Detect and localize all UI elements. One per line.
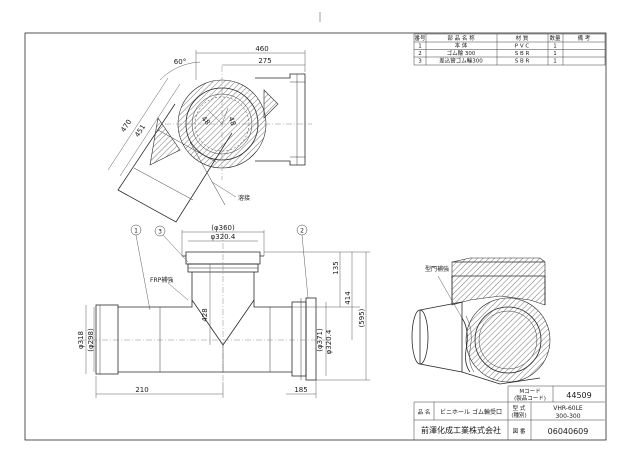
mcode-label: Mコード bbox=[519, 388, 540, 395]
balloon-3-label: 3 bbox=[158, 229, 162, 236]
weld-label: 溶接 bbox=[238, 194, 250, 202]
dim-phi371: (φ371) bbox=[316, 328, 324, 352]
table-header-no: 番号 bbox=[414, 35, 426, 42]
dim-460: 460 bbox=[255, 45, 268, 53]
dim-428: 428 bbox=[201, 308, 209, 321]
drawing-no: 06040609 bbox=[548, 427, 589, 436]
table-header-qty: 数量 bbox=[549, 34, 561, 42]
model-value-2: 300-300 bbox=[555, 413, 580, 420]
dim-135: 135 bbox=[332, 261, 340, 274]
dim-470: 470 bbox=[119, 118, 133, 134]
balloon-2-label: 2 bbox=[300, 228, 304, 235]
model-label: 型 式 bbox=[513, 404, 526, 412]
dim-210: 210 bbox=[135, 386, 148, 394]
table-row-2-no: 2 bbox=[418, 51, 422, 57]
model-value-1: VHR-60LE bbox=[553, 405, 583, 412]
table-row-1-qty: 1 bbox=[553, 44, 557, 50]
table-row-2-name: ゴム輪 300 bbox=[447, 49, 476, 57]
dim-451: 451 bbox=[133, 123, 147, 139]
company-name: 前澤化成工業株式会社 bbox=[421, 425, 501, 435]
table-row-3-material: S B R bbox=[515, 59, 530, 65]
parts-table: 番号 部 品 名 称 材 質 数量 備 考 1 本 体 P V C 1 2 ゴム… bbox=[413, 33, 606, 66]
dim-phi360: (φ360) bbox=[211, 224, 235, 232]
sheet-border bbox=[24, 32, 607, 441]
top-view: 460 275 60° 470 451 48 48 溶接 bbox=[107, 45, 312, 223]
table-row-3-name: 差込管ゴム輪300 bbox=[439, 57, 483, 65]
frp-label: FRP補強 bbox=[150, 276, 173, 284]
dim-48-a: 48 bbox=[200, 115, 212, 127]
iso-weld-label: 型門補強 bbox=[425, 265, 449, 273]
table-row-1-name: 本 体 bbox=[455, 42, 468, 50]
iso-main-opening bbox=[465, 297, 551, 383]
balloon-1-label: 1 bbox=[134, 228, 138, 235]
table-row-1-no: 1 bbox=[418, 44, 422, 50]
dim-48-b: 48 bbox=[227, 116, 238, 127]
dim-414: 414 bbox=[344, 291, 352, 305]
dim-phi318: φ318 bbox=[77, 331, 85, 349]
mcode-value: 44509 bbox=[566, 391, 591, 400]
balloon-3 bbox=[154, 225, 166, 237]
product-name: ビニホール ゴム輪受口 bbox=[440, 408, 502, 416]
dim-185: 185 bbox=[294, 386, 307, 394]
dim-phi298: (φ298) bbox=[87, 328, 95, 352]
dim-angle-60: 60° bbox=[174, 58, 186, 66]
table-header-material: 材 質 bbox=[516, 34, 529, 42]
model-sub: (種別) bbox=[511, 411, 526, 419]
front-view: (φ360) φ320.4 135 414 (595) φ320.4 (φ371… bbox=[77, 224, 370, 398]
name-label: 品 名 bbox=[418, 408, 431, 416]
drawing-no-label: 図 番 bbox=[513, 428, 526, 435]
dim-phi320-top: φ320.4 bbox=[211, 233, 236, 241]
dim-595: (595) bbox=[358, 308, 366, 327]
table-row-2-material: S B R bbox=[515, 51, 530, 57]
table-row-3-qty: 1 bbox=[553, 59, 557, 65]
table-row-3-no: 3 bbox=[418, 59, 422, 65]
table-row-2-qty: 1 bbox=[553, 51, 557, 57]
dim-275: 275 bbox=[258, 57, 271, 65]
title-block: Mコード (製品コード) 44509 品 名 ビニホール ゴム輪受口 型 式 (… bbox=[413, 385, 605, 440]
isometric-view: 型門補強 bbox=[411, 257, 551, 385]
table-row-1-material: P V C bbox=[515, 44, 530, 50]
table-header-remarks: 備 考 bbox=[578, 34, 591, 42]
dim-phi320-right: φ320.4 bbox=[325, 329, 333, 354]
table-header-name: 部 品 名 称 bbox=[447, 34, 475, 42]
mcode-sub: (製品コード) bbox=[514, 394, 546, 402]
